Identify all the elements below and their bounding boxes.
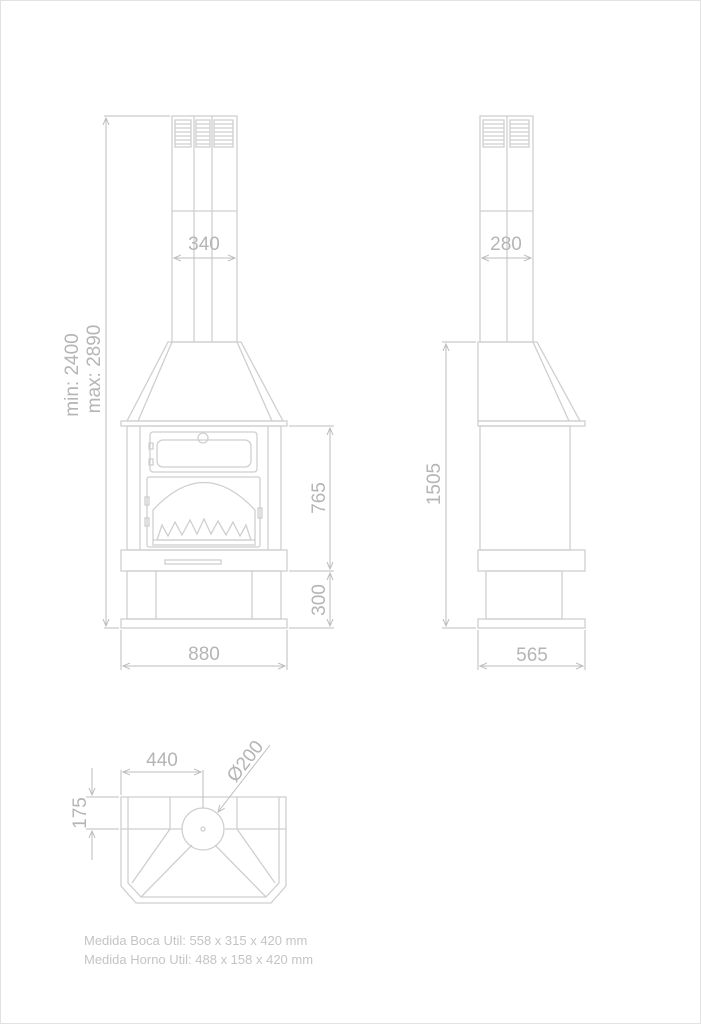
note-boca-util: Medida Boca Util: 558 x 315 x 420 mm [84, 933, 308, 948]
front-base [126, 570, 282, 620]
side-view: 280 1505 565 [424, 115, 586, 670]
flue-circle [181, 807, 225, 851]
front-height-min-label: min: 2400 [62, 333, 83, 416]
front-total-width-label: 880 [188, 644, 220, 665]
flue-diameter-leader [218, 744, 271, 812]
front-chimney [171, 115, 238, 343]
side-hood [477, 341, 582, 422]
note-horno-util: Medida Horno Util: 488 x 158 x 420 mm [84, 952, 314, 967]
side-body [479, 425, 571, 551]
top-outline [120, 796, 287, 904]
front-body-height-label: 765 [309, 482, 330, 514]
front-base-height-label: 300 [309, 584, 330, 616]
side-base [485, 570, 563, 620]
side-depth-label: 565 [516, 645, 548, 666]
top-view: 440 175 Ø200 [70, 737, 287, 904]
front-chimney-width-label: 340 [188, 234, 220, 255]
front-view: min: 2400 max: 2890 340 765 300 880 [62, 115, 334, 670]
oven-door [149, 431, 258, 473]
side-plinth [477, 618, 586, 629]
side-hearth [477, 549, 586, 572]
flue-diameter-label: Ø200 [223, 737, 268, 787]
side-chimney-width-label: 280 [490, 234, 522, 255]
top-offset-label: 440 [146, 750, 178, 771]
side-height-label: 1505 [424, 463, 445, 505]
front-hood-ledge [120, 420, 288, 427]
oven-knob [197, 432, 209, 444]
top-depth-label: 175 [70, 797, 91, 829]
front-vent-grille [174, 119, 234, 148]
flames [156, 517, 252, 541]
firebox-door [146, 476, 261, 548]
side-vent-grille [482, 119, 530, 148]
front-hood [125, 341, 285, 422]
front-height-max-label: max: 2890 [84, 325, 105, 414]
front-plinth [120, 618, 288, 629]
